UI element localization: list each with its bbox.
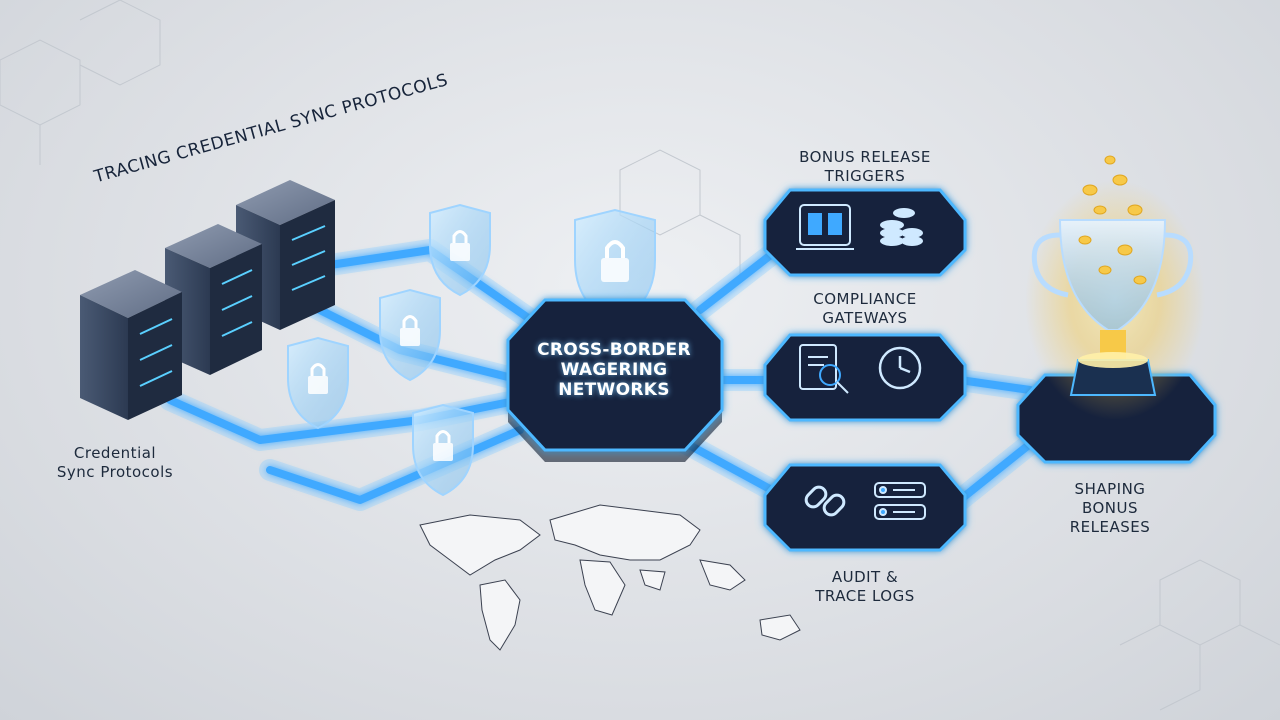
audit-caption: Audit & Trace Logs — [815, 568, 915, 605]
server-rack-icon — [80, 180, 335, 420]
node-shaping — [1016, 155, 1217, 464]
hub-label: Cross-Border Wagering Networks — [537, 340, 691, 400]
trophy-icon — [1031, 219, 1194, 396]
node-compliance — [763, 333, 967, 422]
gold-coins — [1078, 155, 1147, 285]
clock-icon — [878, 346, 922, 390]
slot-machine-icon — [796, 204, 854, 250]
shaping-caption: Shaping Bonus Releases — [1069, 480, 1151, 536]
padlock-shield-icon — [287, 203, 656, 497]
world-map-icon — [419, 504, 801, 651]
credential-sync-caption: Credential Sync Protocols — [56, 444, 174, 481]
bonus-release-caption: Bonus Release Triggers — [799, 148, 931, 185]
compliance-caption: Compliance Gateways — [813, 290, 917, 327]
log-entries-icon — [874, 482, 926, 520]
hub-node — [506, 298, 724, 462]
chain-link-icon — [804, 485, 846, 517]
node-audit — [763, 463, 967, 552]
node-bonus-release — [763, 188, 967, 277]
coin-stack-icon — [880, 208, 923, 246]
document-magnifier-icon — [799, 344, 849, 394]
